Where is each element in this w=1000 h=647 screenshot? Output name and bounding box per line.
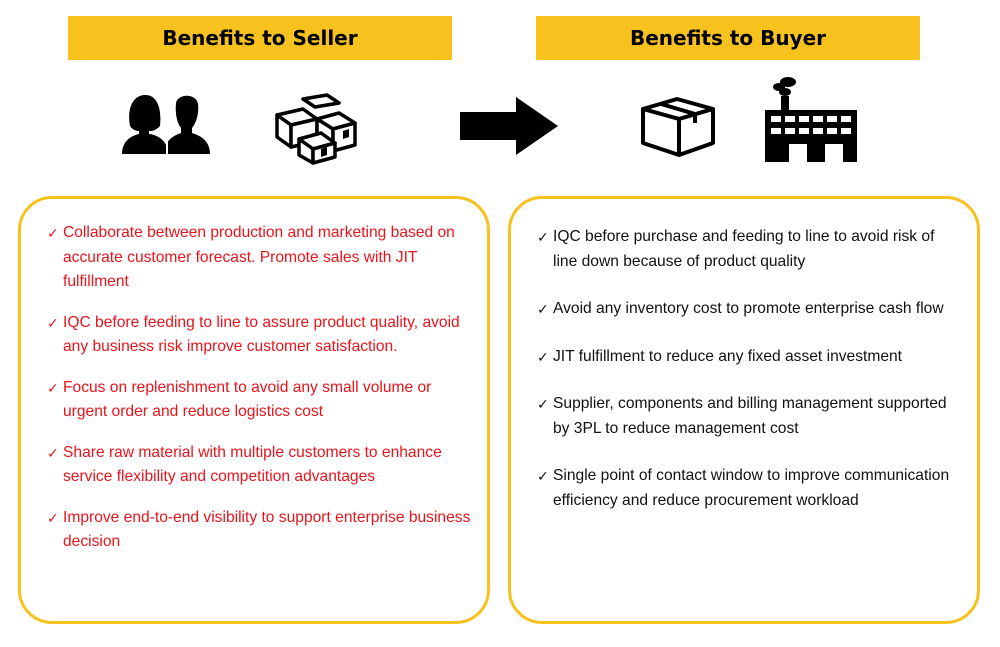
check-icon: ✓ — [47, 509, 59, 526]
factory-icon — [765, 77, 857, 162]
check-icon: ✓ — [537, 348, 549, 365]
list-item: ✓Collaborate between production and mark… — [47, 221, 472, 295]
list-item: ✓Share raw material with multiple custom… — [47, 441, 472, 490]
check-icon: ✓ — [537, 468, 549, 484]
buyer-benefits-list: ✓IQC before purchase and feeding to line… — [537, 225, 962, 536]
buyer-title: Benefits to Buyer — [629, 26, 827, 50]
list-item: ✓IQC before purchase and feeding to line… — [537, 225, 962, 274]
check-icon: ✓ — [47, 444, 59, 461]
check-icon: ✓ — [47, 379, 59, 396]
arrow-right-icon — [460, 97, 558, 155]
list-item: ✓Avoid any inventory cost to promote ent… — [537, 297, 962, 322]
check-icon: ✓ — [537, 229, 549, 245]
list-item: ✓Focus on replenishment to avoid any sma… — [47, 376, 472, 425]
list-item: ✓IQC before feeding to line to assure pr… — [47, 311, 472, 360]
check-icon: ✓ — [537, 301, 549, 317]
list-item: ✓JIT fulfillment to reduce any fixed ass… — [537, 345, 962, 370]
seller-title: Benefits to Seller — [162, 26, 358, 50]
seller-benefits-panel: ✓Collaborate between production and mark… — [18, 196, 490, 624]
seller-benefits-list: ✓Collaborate between production and mark… — [47, 221, 472, 571]
buyer-banner: Benefits to Buyer — [536, 16, 920, 60]
check-icon: ✓ — [537, 396, 549, 412]
list-item: ✓Supplier, components and billing manage… — [537, 392, 962, 441]
people-icon — [122, 94, 210, 154]
seller-banner: Benefits to Seller — [68, 16, 452, 60]
boxes-icon — [275, 93, 357, 165]
list-item: ✓Improve end-to-end visibility to suppor… — [47, 506, 472, 555]
buyer-benefits-panel: ✓IQC before purchase and feeding to line… — [508, 196, 980, 624]
check-icon: ✓ — [47, 225, 59, 241]
check-icon: ✓ — [47, 314, 59, 331]
box-icon — [641, 97, 715, 157]
list-item: ✓Single point of contact window to impro… — [537, 464, 962, 513]
